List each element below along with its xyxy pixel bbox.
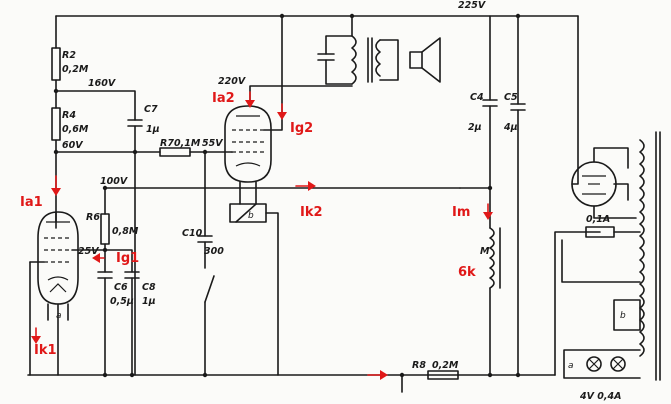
c7-value: 1µ [146, 124, 160, 135]
label-ig1: Ig1 [116, 251, 139, 266]
c5-value: 4µ [503, 122, 518, 133]
label-ia2: Ia2 [212, 91, 235, 106]
lamp-rating-label: 4V 0,4A [579, 391, 621, 402]
resistor-r4 [51, 107, 61, 141]
r2-name: R2 [62, 50, 76, 61]
label-6k: 6k [458, 265, 476, 280]
resistor-r8 [427, 370, 459, 380]
capacitor-c6 [97, 271, 113, 279]
r6-value: 0,8M [112, 226, 139, 237]
r6-name: R6 [86, 212, 100, 223]
label-ik2: Ik2 [300, 205, 323, 220]
c6-value: 0,5µ [110, 296, 134, 307]
power-transformer-primary [639, 139, 645, 357]
voltage-100v: 100V [100, 176, 128, 187]
r7-name: R7 [160, 138, 174, 149]
tag-b-tube2: b [248, 211, 254, 221]
tube-v2 [224, 105, 272, 183]
choke-name: M [480, 246, 490, 257]
output-transformer-primary [351, 35, 357, 85]
pilot-lamp-icon [586, 356, 602, 372]
resistor-r6 [100, 213, 110, 245]
supply-voltage-label: 225V [458, 0, 486, 11]
voltage-60v: 60V [62, 140, 83, 151]
tag-b-transformer: b [620, 311, 626, 321]
voltage-55v: 55V [202, 138, 223, 149]
r8-name: R8 [412, 360, 426, 371]
c10-value: 300 [204, 246, 224, 257]
pilot-lamp-icon [610, 356, 626, 372]
resistor-r2 [51, 47, 61, 81]
label-ig2: Ig2 [290, 121, 313, 136]
capacitor-c5 [510, 103, 526, 111]
voltage-25v: 25V [78, 246, 99, 257]
capacitor-c8 [124, 271, 140, 279]
r7-value: 0,1M [174, 138, 201, 149]
capacitor-c7 [127, 119, 143, 127]
c4-name: C4 [470, 92, 484, 103]
c5-name: C5 [504, 92, 518, 103]
c10-name: C10 [182, 228, 203, 239]
tag-a-tube1: a [56, 311, 62, 321]
c8-value: 1µ [142, 296, 156, 307]
r4-name: R4 [62, 110, 76, 121]
capacitor-c4 [482, 99, 498, 107]
r2-value: 0,2M [62, 64, 89, 75]
r4-value: 0,6M [62, 124, 89, 135]
label-ik1: Ik1 [34, 343, 57, 358]
c6-name: C6 [114, 282, 128, 293]
resistor-r7 [159, 147, 191, 157]
choke-m [489, 227, 495, 289]
voltage-220v: 220V [218, 76, 246, 87]
c4-value: 2µ [468, 122, 482, 133]
switch [204, 275, 215, 303]
fuse-label: 0,1A [586, 214, 610, 225]
c8-name: C8 [142, 282, 156, 293]
r8-value: 0,2M [432, 360, 459, 371]
c7-name: C7 [144, 104, 158, 115]
tag-a-lamps: a [568, 361, 574, 371]
tube-v1 [37, 211, 79, 305]
label-im: Im [452, 205, 470, 220]
label-ia1: Ia1 [20, 195, 43, 210]
loudspeaker-icon [409, 37, 441, 83]
voltage-160v: 160V [88, 78, 116, 89]
